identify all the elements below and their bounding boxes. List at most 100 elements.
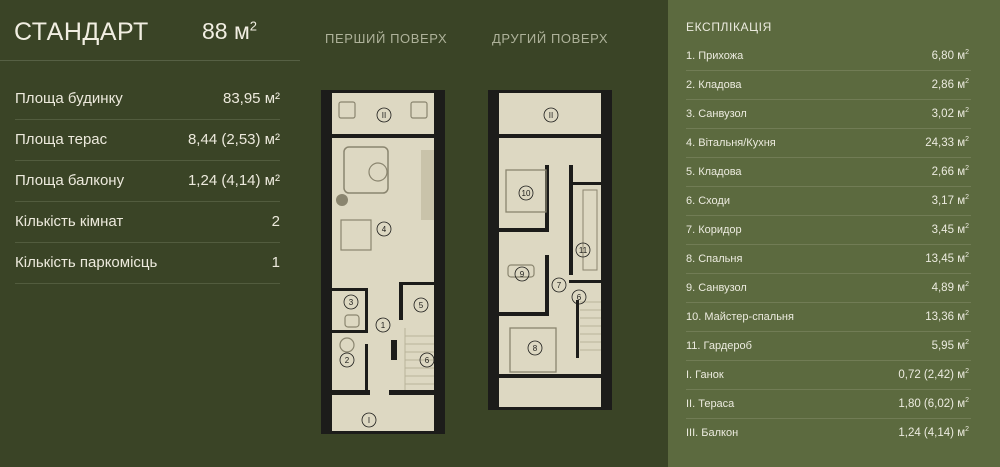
top-edge-wall — [321, 90, 445, 93]
room-badge-2 — [339, 352, 355, 368]
legend-unit-power: 2 — [965, 339, 969, 346]
wardrobe-west-wall — [569, 165, 573, 275]
legend-unit-power: 2 — [965, 136, 969, 143]
legend-unit: м — [957, 78, 966, 91]
legend-name: 10. Майстер-спальня — [686, 311, 794, 323]
storage-side-wall — [365, 344, 368, 390]
explication-title: ЕКСПЛІКАЦІЯ — [686, 20, 772, 34]
legend-name: I. Ганок — [686, 369, 724, 381]
legend-unit: м — [957, 368, 966, 381]
legend-name: 9. Санвузол — [686, 282, 747, 294]
legend-unit: м — [957, 194, 966, 207]
room-badge-5 — [413, 297, 429, 313]
room-badge-6 — [419, 352, 435, 368]
first-floor-plan: II 4 3 5 1 2 6 I — [321, 90, 445, 434]
legend-unit-power: 2 — [965, 49, 969, 56]
legend-name: 1. Прихожа — [686, 50, 744, 62]
toilet-outline — [344, 314, 360, 328]
legend-unit-power: 2 — [965, 223, 969, 230]
legend-unit: м — [957, 397, 966, 410]
legend-area: 3,17 — [931, 194, 954, 207]
legend-unit-power: 2 — [965, 310, 969, 317]
legend-row: 5. Кладова 2,66 м2 — [686, 158, 971, 187]
room-number-9: 9 — [520, 270, 525, 279]
room-number-3: 3 — [349, 298, 354, 307]
stat-row-balcony-area: Площа балкону 1,24 (4,14) м² — [15, 160, 280, 202]
bath-side-wall — [365, 288, 368, 330]
room-number-11: 11 — [579, 246, 588, 255]
legend-value: 3,17 м2 — [932, 194, 969, 207]
legend-unit-power: 2 — [965, 78, 969, 85]
total-area-value: 88 м — [202, 18, 250, 44]
legend-value: 3,02 м2 — [932, 107, 969, 120]
stat-label: Площа будинку — [15, 90, 123, 107]
legend-unit-power: 2 — [965, 252, 969, 259]
room-number-terrace: II — [382, 111, 386, 120]
legend-area: 3,02 — [931, 107, 954, 120]
legend-unit: м — [957, 223, 966, 236]
room-number-10: 10 — [522, 189, 531, 198]
legend-unit: м — [957, 49, 966, 62]
right-wall — [601, 90, 612, 410]
legend-value: 4,89 м2 — [932, 281, 969, 294]
legend-row: 3. Санвузол 3,02 м2 — [686, 100, 971, 129]
room-number-4: 4 — [382, 225, 387, 234]
legend-unit: м — [957, 310, 966, 323]
legend-unit-power: 2 — [965, 194, 969, 201]
first-floor-plan-drawing: II 4 3 5 1 2 6 I — [321, 90, 445, 434]
legend-row: 8. Спальня 13,45 м2 — [686, 245, 971, 274]
room-badge-11 — [575, 242, 591, 258]
legend-unit-power: 2 — [965, 397, 969, 404]
room-number-6: 6 — [425, 356, 430, 365]
legend-row: III. Балкон 1,24 (4,14) м2 — [686, 419, 971, 447]
total-area: 88 м2 — [202, 18, 257, 45]
left-wall — [488, 90, 499, 410]
legend-unit-power: 2 — [965, 107, 969, 114]
legend-area: 13,45 — [925, 252, 954, 265]
terrace-wall — [332, 134, 434, 138]
bath-top-wall — [332, 288, 368, 291]
top-edge-wall — [488, 90, 612, 93]
room-labels: II 10 11 9 7 6 8 — [514, 107, 591, 356]
room-number-terrace: II — [549, 111, 553, 120]
legend-unit: м — [957, 165, 966, 178]
legend-row: 10. Майстер-спальня 13,36 м2 — [686, 303, 971, 332]
second-floor-plan: II 10 11 9 7 6 8 — [488, 90, 612, 410]
bottom-edge-wall — [488, 407, 612, 410]
room-number-8: 8 — [533, 344, 538, 353]
legend-area: 2,86 — [931, 78, 954, 91]
room-badge-terrace — [376, 107, 392, 123]
master-bed — [505, 169, 547, 213]
stat-label: Площа балкону — [15, 172, 125, 189]
legend-unit-power: 2 — [965, 281, 969, 288]
legend-area: 0,72 (2,42) — [898, 368, 954, 381]
plan-floor — [321, 90, 445, 434]
room-number-1: 1 — [381, 321, 386, 330]
legend-row: 11. Гардероб 5,95 м2 — [686, 332, 971, 361]
legend-row: 9. Санвузол 4,89 м2 — [686, 274, 971, 303]
legend-unit: м — [957, 281, 966, 294]
bathtub — [507, 264, 535, 278]
legend-area: 3,45 — [931, 223, 954, 236]
washer-outline — [339, 337, 355, 353]
entrance-wall-right — [389, 390, 434, 395]
legend-row: 6. Сходи 3,17 м2 — [686, 187, 971, 216]
first-floor-title: ПЕРШИЙ ПОВЕРХ — [325, 31, 448, 46]
legend-row: 1. Прихожа 6,80 м2 — [686, 42, 971, 71]
legend-unit: м — [957, 136, 966, 149]
legend-row: 2. Кладова 2,86 м2 — [686, 71, 971, 100]
room-number-6: 6 — [577, 293, 582, 302]
wardrobe-shelves — [582, 189, 598, 271]
legend-value: 13,45 м2 — [925, 252, 969, 265]
room-badge-9 — [514, 266, 530, 282]
wardrobe-top-wall — [569, 182, 601, 185]
legend-value: 1,80 (6,02) м2 — [898, 397, 969, 410]
stat-row-house-area: Площа будинку 83,95 м² — [15, 78, 280, 120]
legend-value: 1,24 (4,14) м2 — [898, 426, 969, 439]
room-badge-8 — [527, 340, 543, 356]
room-badge-7 — [551, 277, 567, 293]
bedroom-bed — [509, 327, 557, 373]
storage5-wall — [399, 282, 403, 320]
legend-name: 7. Коридор — [686, 224, 742, 236]
armchair-outline — [368, 162, 388, 182]
